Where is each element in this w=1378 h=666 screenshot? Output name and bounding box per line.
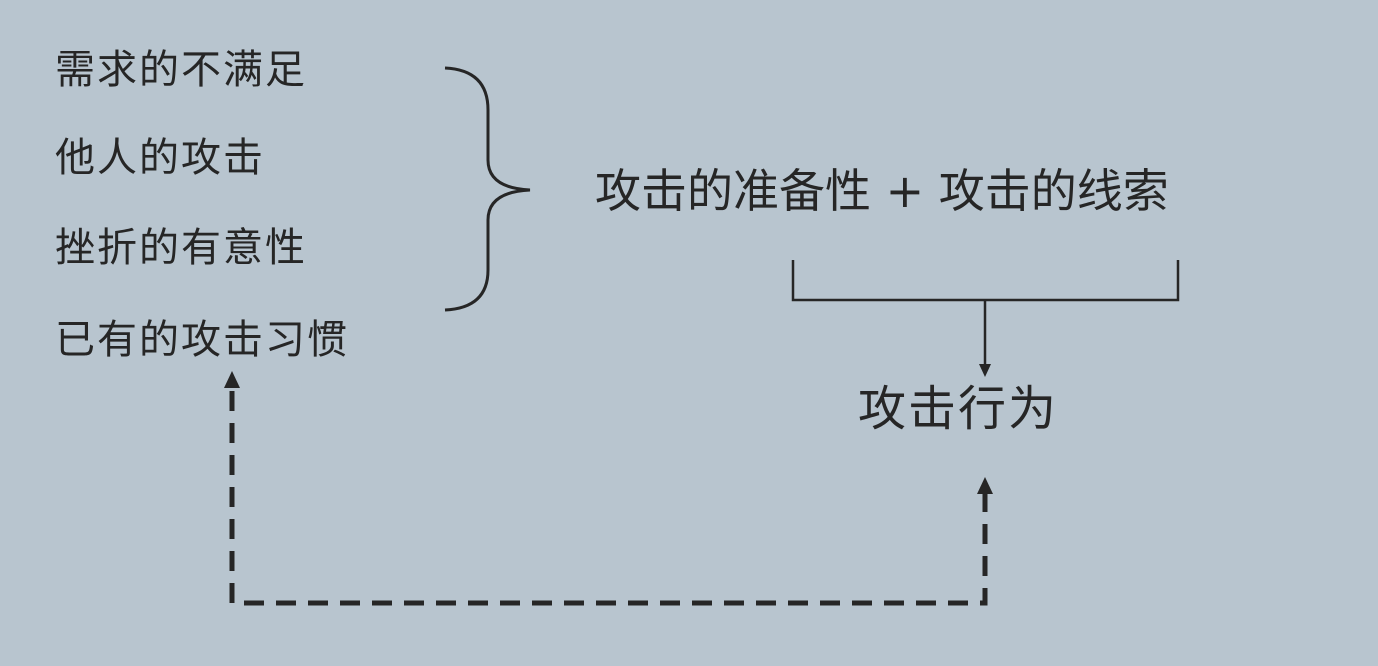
- aggression-readiness: 攻击的准备性: [595, 164, 871, 218]
- plus-sign: +: [885, 164, 925, 218]
- join-bracket: [791, 260, 1180, 302]
- aggression-cues: 攻击的线索: [938, 164, 1169, 218]
- arrowhead-down: [979, 364, 991, 377]
- aggressive-behavior: 攻击行为: [858, 381, 1059, 437]
- arrowhead-up-habits: [224, 371, 240, 388]
- cause-aggressive-habits: 已有的攻击习惯: [55, 317, 349, 363]
- curly-brace: [444, 66, 531, 312]
- feedback-dashed-line: [229, 385, 988, 606]
- arrowhead-up-behavior: [977, 477, 993, 494]
- mediator-label: 攻击的准备性 + 攻击的线索: [595, 168, 1169, 214]
- cause-unmet-needs: 需求的不满足: [55, 47, 307, 93]
- cause-others-attack: 他人的攻击: [55, 135, 265, 181]
- cause-intentional-frustration: 挫折的有意性: [55, 225, 307, 271]
